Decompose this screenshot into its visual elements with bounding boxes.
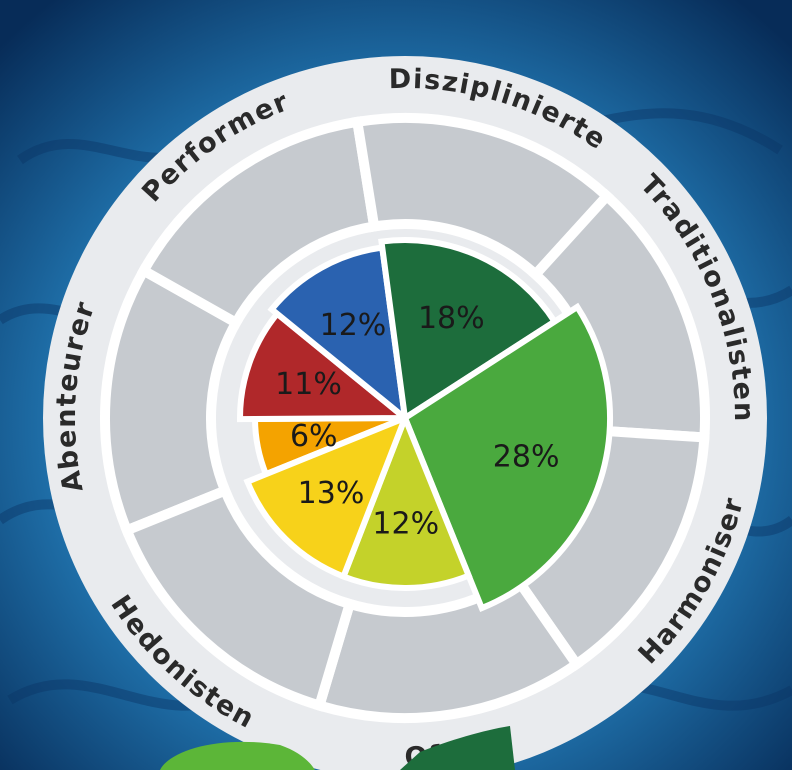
pie-slices: [237, 237, 613, 612]
ring-panel-hedonisten: [120, 484, 356, 712]
slice-offene: [339, 409, 473, 591]
slice-disziplinierte: [267, 244, 409, 426]
value-label-harmoniser: 28%: [493, 439, 560, 474]
bottom-decoration: [160, 726, 515, 770]
value-label-abenteurer: 6%: [290, 419, 338, 454]
slice-hedonisten: [243, 412, 411, 581]
ring-panels: [100, 113, 710, 723]
value-label-offene: 12%: [372, 506, 439, 541]
value-label-traditionalisten: 18%: [418, 301, 485, 336]
value-label-hedonisten: 13%: [298, 476, 365, 511]
slice-traditionalisten: [378, 237, 559, 424]
value-label-disziplinierte: 12%: [320, 308, 387, 343]
value-label-performer: 11%: [275, 367, 342, 402]
slice-performer: [237, 309, 414, 423]
value-labels: 6%11%12%18%28%12%13%: [275, 301, 559, 542]
slice-harmoniser: [401, 302, 613, 612]
